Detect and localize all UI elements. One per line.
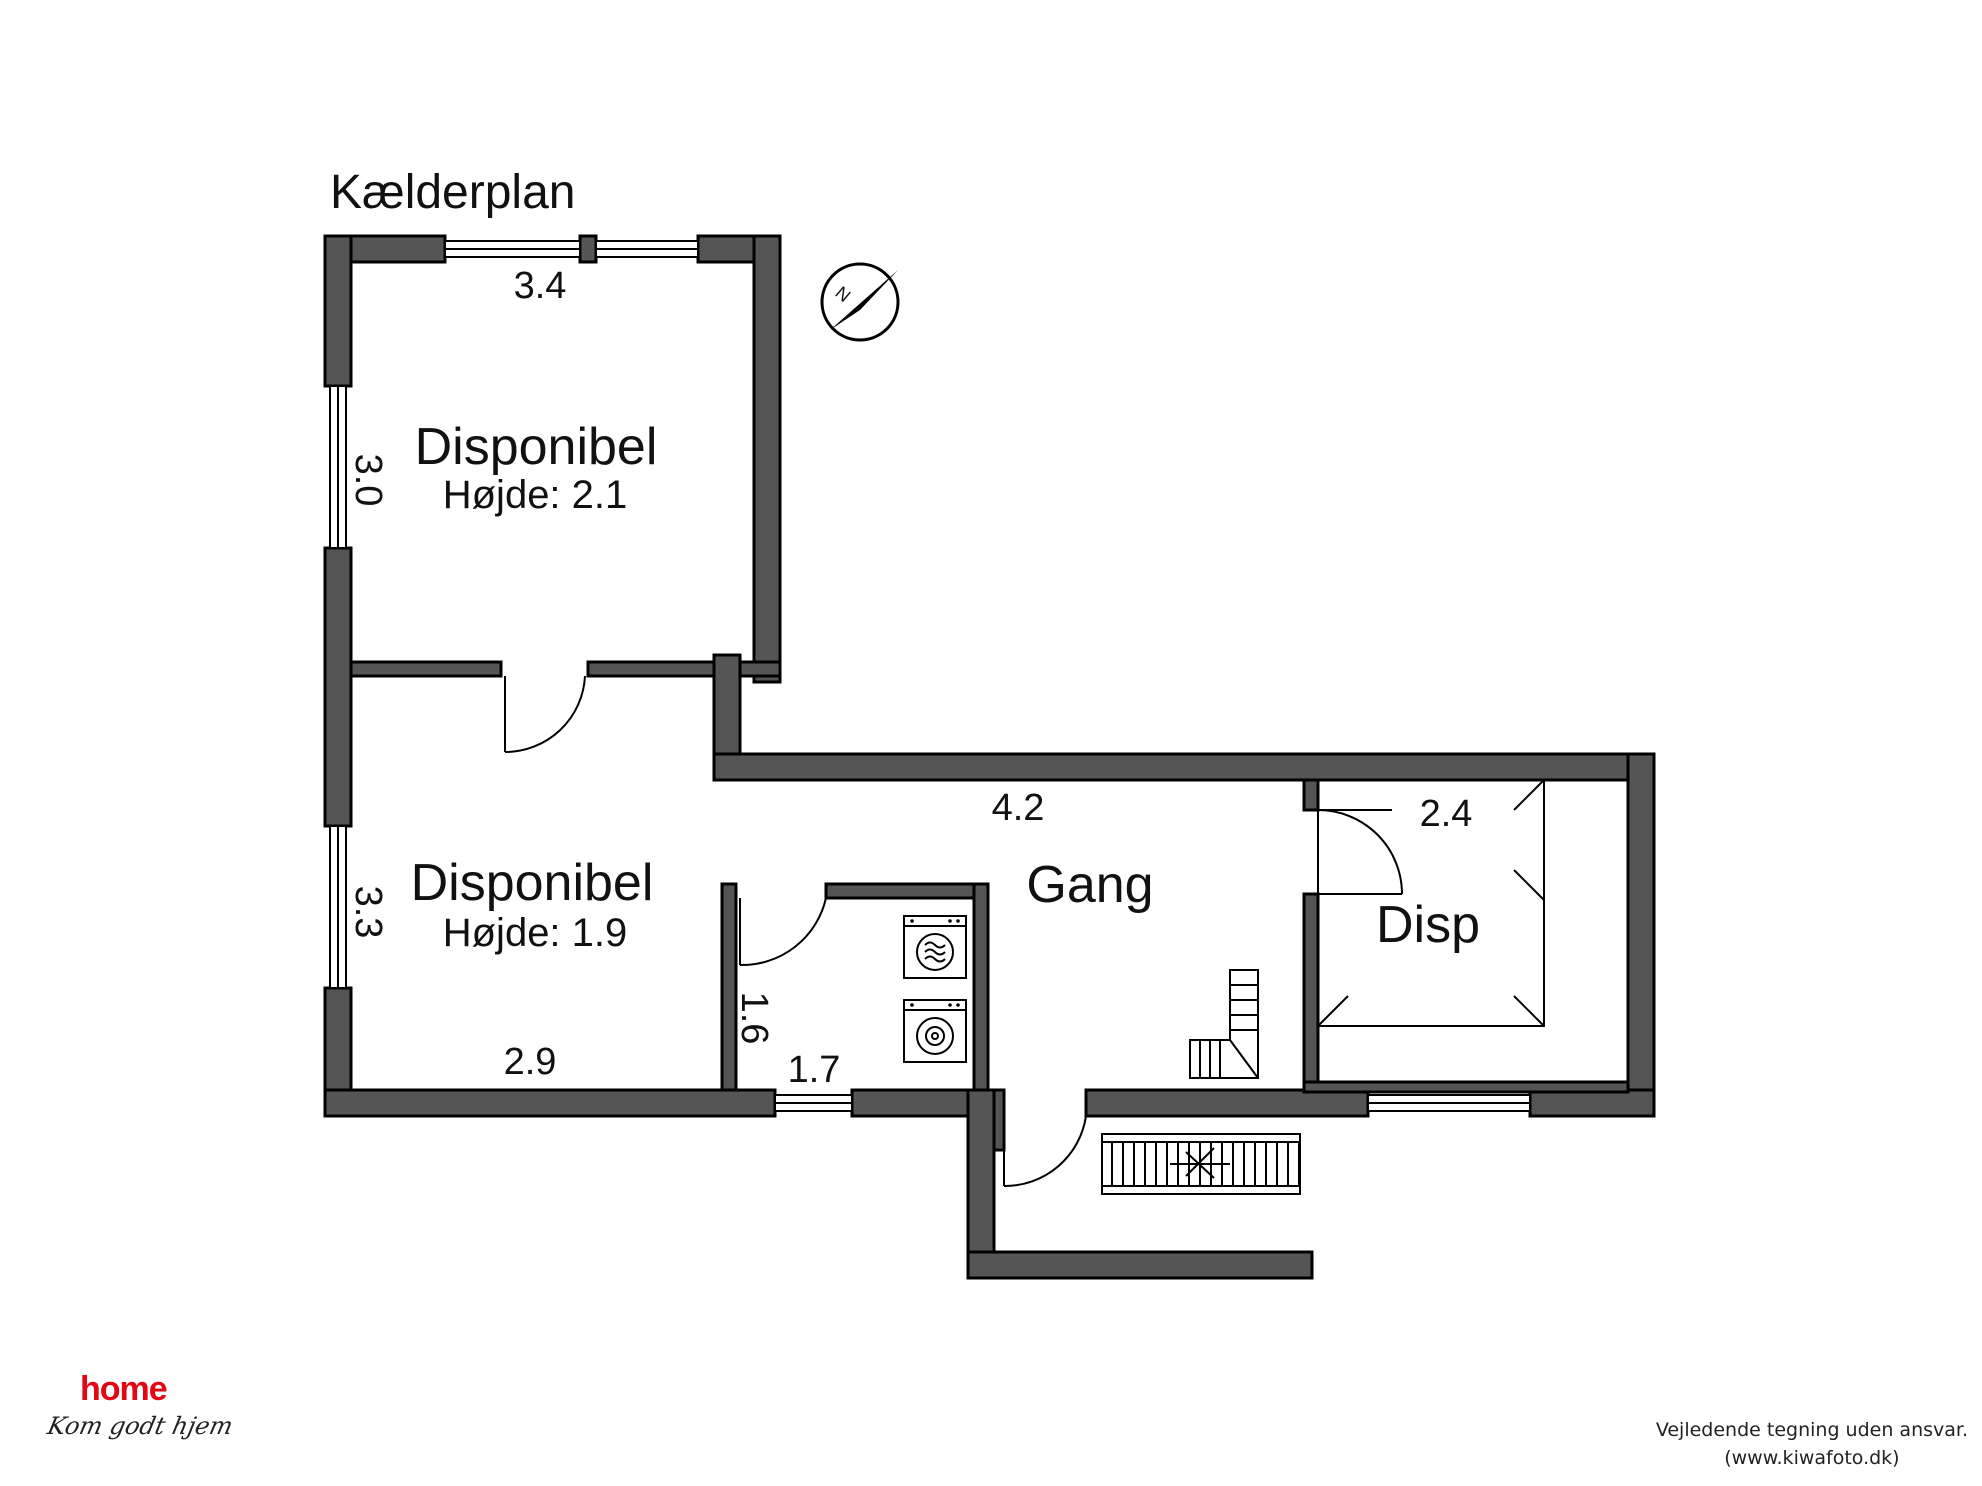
logo-tagline: Kom godt hjem [45,1412,236,1440]
wall-right-room1 [752,234,782,684]
room2-depth-dim: 3.3 [347,886,389,939]
wall-utility-right [972,882,990,1092]
door-storage-swing [1317,809,1403,895]
disclaimer: Vejledende tegning uden ansvar. (www.kiw… [1656,1416,1968,1472]
utility-dim-b: 1.7 [788,1049,841,1091]
door-utility-swing [739,897,827,967]
room2-height: Højde: 1.9 [443,911,628,955]
wall-entrance-left [966,1088,996,1280]
washing-machine-icon [903,999,967,1063]
disclaimer-line-1: Vejledende tegning uden ansvar. [1655,1419,1968,1441]
outside-stair [1101,1133,1301,1195]
wall-left-1 [323,234,353,388]
door-room1-swing [504,675,586,754]
wall-partition-left [349,660,503,678]
wall-left-2 [323,546,353,828]
storage-name: Disp [1376,896,1480,954]
door-entrance-swing [1003,1115,1087,1188]
dryer-icon [903,915,967,979]
wall-utility-left [720,882,738,1092]
wall-entrance-bottom [966,1250,1314,1280]
room-labels: 3.4 Disponibel Højde: 2.1 3.0 Disponibel… [347,265,1480,1091]
wall-bottom-room2 [323,1088,777,1118]
walls [323,234,1656,1280]
room1-height: Højde: 2.1 [443,473,628,517]
wall-storage-left-top [1302,778,1320,812]
wall-bottom-hall [1084,1088,1370,1118]
windows [329,240,1531,1112]
disclaimer-line-2: (www.kiwafoto.dk) [1724,1447,1900,1469]
room1-name: Disponibel [415,418,658,476]
wall-corridor-top [712,752,1656,782]
wall-top-middle [578,234,598,264]
doors [504,675,1403,1188]
wall-storage-left [1302,892,1320,1092]
wall-entrance-stub [992,1088,1006,1152]
wall-partition-right [586,660,782,678]
wall-storage-bottom [1302,1080,1630,1094]
hall-name: Gang [1026,856,1153,914]
room1-depth-dim: 3.0 [347,454,389,507]
storage-dim: 2.4 [1420,793,1473,835]
storage-closet [1317,779,1545,1027]
room2-name: Disponibel [411,854,654,912]
wall-bottom-right [1528,1088,1656,1118]
room2-width-dim: 2.9 [504,1041,557,1083]
wall-right-outer [1626,752,1656,1118]
room1-width-dim: 3.4 [514,265,567,307]
hall-dim: 4.2 [992,787,1045,829]
plan-title: Kælderplan [330,166,575,219]
utility-dim-a: 1.6 [733,992,775,1045]
logo-wordmark: home [80,1370,168,1408]
internal-stair [1189,969,1259,1079]
compass-icon: N [820,262,900,342]
wall-utility-top [824,882,990,900]
